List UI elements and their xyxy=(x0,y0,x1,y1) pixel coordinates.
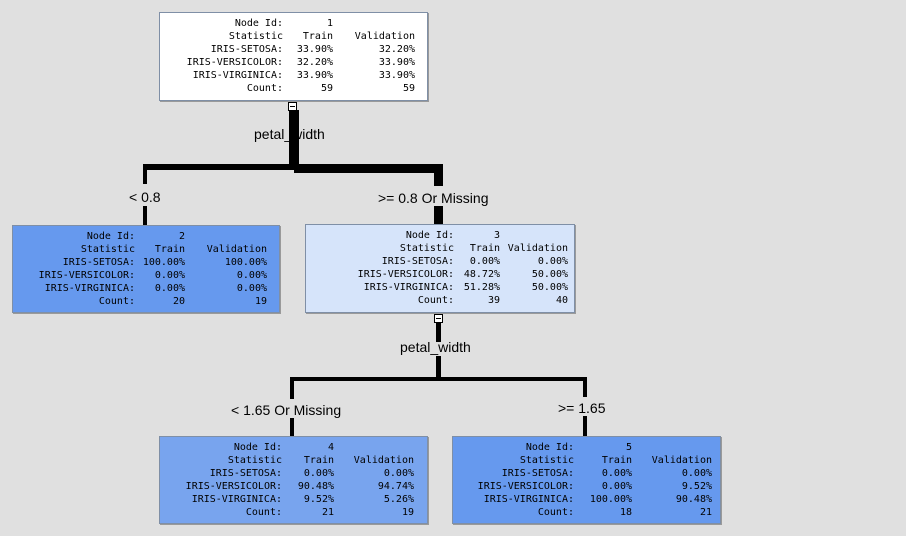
edge-root-hbar-right xyxy=(294,164,442,173)
edge-node3-stem xyxy=(436,322,441,342)
edge-to-node5 xyxy=(583,377,587,397)
branch-label-ge-1.65: >= 1.65 xyxy=(558,400,606,416)
edge-to-node2 xyxy=(143,164,147,184)
edge-to-node5-lower xyxy=(583,416,587,436)
collapse-node-1-button[interactable] xyxy=(288,102,297,111)
edge-node3-stem-lower xyxy=(436,356,441,380)
branch-label-ge-0.8: >= 0.8 Or Missing xyxy=(378,190,489,206)
edge-root-stem xyxy=(289,110,299,170)
branch-label-lt-1.65: < 1.65 Or Missing xyxy=(231,402,342,418)
edge-to-node4-lower xyxy=(290,418,294,436)
edge-to-node4 xyxy=(290,377,294,399)
edge-root-hbar-left xyxy=(143,164,294,170)
edge-node3-hbar xyxy=(290,377,587,381)
edge-to-node2-lower xyxy=(143,206,147,226)
collapse-node-3-button[interactable] xyxy=(434,314,443,323)
edge-to-node3-lower xyxy=(434,206,443,226)
edge-to-node3 xyxy=(434,164,443,186)
branch-label-lt-0.8: < 0.8 xyxy=(129,189,161,205)
split-label-node3: petal_width xyxy=(400,339,471,355)
split-label-root: petal_width xyxy=(254,126,325,142)
